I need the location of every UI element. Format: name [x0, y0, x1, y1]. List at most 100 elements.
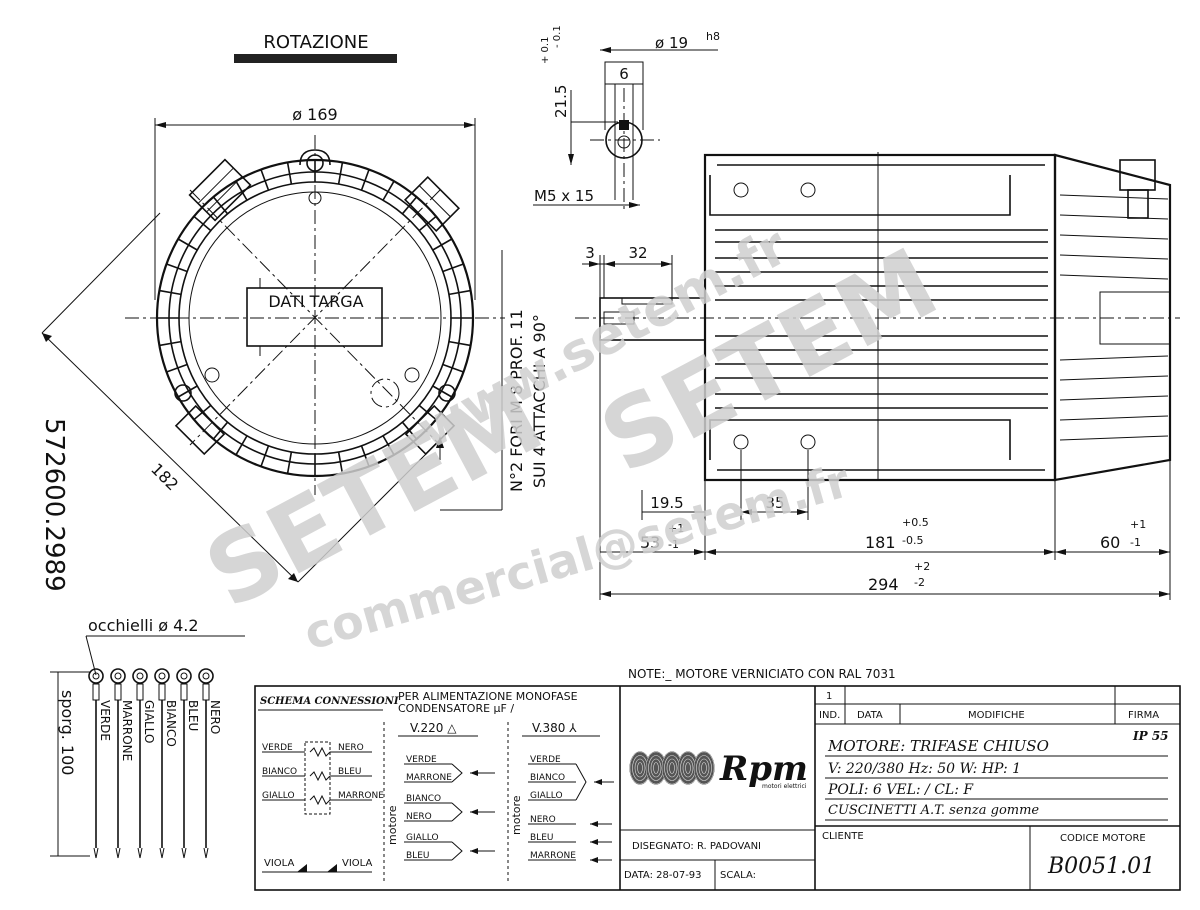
fin: [442, 363, 464, 373]
lead-color-label: VERDE: [98, 700, 112, 741]
lead-crimp: [92, 683, 100, 701]
data-header: DATA: [857, 710, 883, 721]
lead-eyelet-hole: [180, 672, 188, 680]
rotation-label: ROTAZIONE: [263, 32, 368, 53]
front-diameter: ø 169: [292, 105, 337, 124]
fan-rib: [1059, 194, 1169, 200]
fin: [177, 238, 198, 251]
schema-title: SCHEMA CONNESSIONI: [260, 696, 399, 707]
lead-strand: [183, 847, 187, 859]
schema-left-a: VERDE: [262, 743, 293, 753]
dim-53-plus: +1: [668, 522, 684, 535]
ind-header: IND.: [819, 710, 840, 721]
fin: [418, 215, 437, 232]
mounting-ear-right: [438, 384, 456, 402]
lead-color-label: MARRONE: [120, 700, 134, 761]
shaft-section: ø 19 h8 6 21.5 + 0.1 - 0.1 M5 x 15: [533, 25, 720, 210]
bearing-line: CUSCINETTI A.T. senza gomme: [828, 803, 1039, 818]
schema-terminal-label: GIALLO: [530, 791, 563, 801]
rpm-logo: Rpm motori elettrici: [629, 749, 808, 790]
schema-left-b: MARRONE: [338, 791, 384, 801]
protrusion-label: sporg. 100: [58, 690, 77, 775]
title-block-frame: [254, 685, 1181, 891]
schema-terminal-label: VERDE: [406, 755, 437, 765]
lead-crimp: [180, 683, 188, 701]
shaft-diameter: ø 19: [655, 34, 688, 52]
schema-terminal-label: GIALLO: [406, 833, 439, 843]
lead-wires: occhielli ø 4.2 sporg. 100 VERDE MARRONE G…: [50, 616, 245, 859]
lead-crimp: [136, 683, 144, 701]
voltage-line: V: 220/380 Hz: 50 W: HP: 1: [828, 761, 1021, 777]
fin: [360, 169, 370, 191]
terminal-box-top-right: [403, 175, 461, 233]
dim-19-5: 19.5: [650, 494, 683, 512]
schema-terminal-label: BIANCO: [406, 794, 441, 804]
fin: [382, 435, 395, 456]
lead-eyelet: [176, 668, 192, 684]
holes-note-1: N°2 FORI M 8 PROF. 11: [507, 309, 526, 492]
shaft-height: 21.5: [552, 85, 570, 118]
lead-strand: [95, 847, 99, 859]
side-dimensions: 3 32 19.5 35 53 +1 -1 181 +0.5 -0.5 60 +…: [582, 244, 1171, 600]
lead-strand: [93, 847, 97, 859]
fan-rib: [1059, 254, 1169, 260]
dim-53: 53: [640, 533, 660, 552]
fin: [337, 162, 344, 185]
fin: [159, 340, 182, 347]
lead-color-label: GIALLO: [142, 700, 156, 743]
schema-left-a: BIANCO: [262, 767, 297, 777]
poles-line: POLI: 6 VEL: / CL: F: [827, 782, 974, 798]
terminal-box-bottom-left: [174, 404, 226, 456]
dim-60-plus: +1: [1130, 518, 1146, 531]
dim-53-minus: -1: [668, 538, 679, 551]
logo-sub: motori elettrici: [762, 783, 807, 790]
lead-strand: [159, 847, 163, 859]
nameplate-box: [246, 287, 383, 347]
schema-terminal-label: MARRONE: [406, 773, 452, 783]
firma-header: FIRMA: [1128, 710, 1159, 721]
fin: [401, 196, 418, 215]
fin: [448, 340, 471, 347]
lead-eyelet-hole: [114, 672, 122, 680]
paint-note: NOTE:_ MOTORE VERNICIATO CON RAL 7031: [628, 667, 896, 681]
schema-left-b: BLEU: [338, 767, 361, 777]
motore-380: motore: [510, 795, 523, 835]
shaft-height-tol-minus: - 0.1: [552, 25, 563, 48]
fin: [193, 215, 212, 232]
mounting-ear-top: [299, 149, 331, 205]
fan-rib: [1059, 415, 1169, 421]
drawing-date: DATA: 28-07-93: [624, 870, 702, 881]
dim-181-minus: -0.5: [902, 534, 923, 547]
motore-220: motore: [386, 805, 399, 845]
terminal-box-top-left: [188, 158, 252, 222]
ip-rating: IP 55: [1132, 729, 1169, 743]
fan-rib: [1059, 395, 1169, 401]
lead-eyelet-hole: [158, 672, 166, 680]
fin: [166, 363, 188, 373]
lead-strand: [181, 847, 185, 859]
lead-strand: [115, 847, 119, 859]
mounting-ear-left: [174, 384, 192, 402]
schema-terminal-label: NERO: [406, 812, 432, 822]
lead-strand: [139, 847, 143, 859]
lead-strand: [117, 847, 121, 859]
shaft-thread: M5 x 15: [534, 187, 594, 205]
shaft-height-tol-plus: + 0.1: [540, 37, 551, 64]
lead-strand: [205, 847, 209, 859]
lead-eyelet-hole: [136, 672, 144, 680]
schema-terminal-label: BLEU: [406, 851, 429, 861]
dim-294-minus: -2: [914, 576, 925, 589]
lead-eyelet: [154, 668, 170, 684]
eyelets-label: occhielli ø 4.2: [88, 616, 199, 635]
drawing-number: 572600.2989: [39, 418, 69, 592]
schema-terminal-label: MARRONE: [530, 851, 576, 861]
dim-294-plus: +2: [914, 560, 930, 573]
mono-line-1: PER ALIMENTAZIONE MONOFASE: [398, 690, 578, 703]
fan-rib: [1059, 234, 1169, 240]
schema-terminal-label: NERO: [530, 815, 556, 825]
dim-181: 181: [865, 533, 896, 552]
fan-rib: [1059, 214, 1169, 220]
title-block: 1 IND. DATA MODIFICHE FIRMA IP 55 MOTORE…: [620, 686, 1180, 890]
